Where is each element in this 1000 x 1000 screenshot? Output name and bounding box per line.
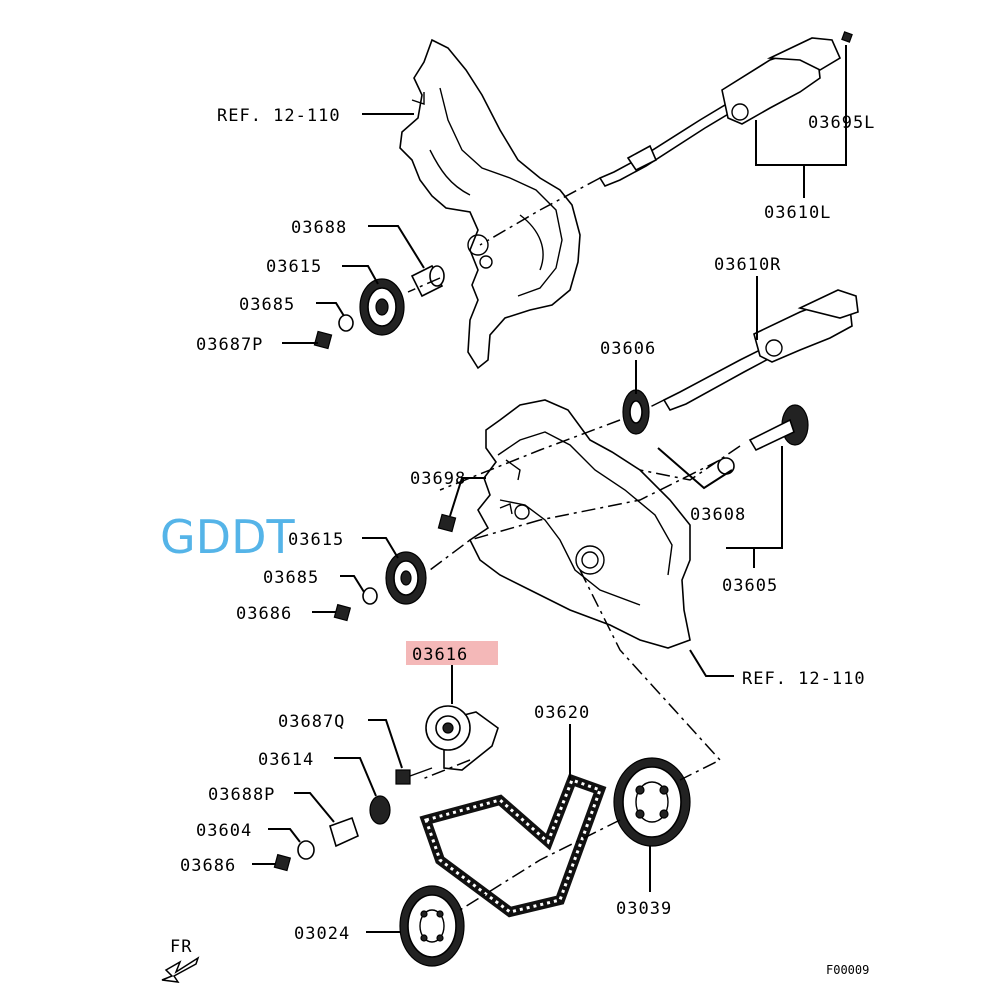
washer-03604 (297, 840, 315, 860)
label-03695L: 03695L (808, 113, 875, 133)
label-03687Q: 03687Q (278, 712, 345, 732)
figure-code: F00009 (826, 963, 869, 977)
tensioner-03616 (425, 705, 499, 771)
label-03610R: 03610R (714, 255, 781, 275)
watermark: GDDT (160, 510, 295, 564)
bolt-03687P (313, 330, 333, 350)
spring-03614 (369, 795, 391, 825)
timing-belt-03620 (419, 773, 607, 918)
bolt-03687Q (395, 767, 433, 785)
crankshaft-sprocket-03039 (613, 757, 691, 847)
label-03610L: 03610L (764, 203, 831, 223)
front-arrow-icon (161, 956, 200, 983)
center-lines (407, 177, 741, 911)
bolt-icon (841, 31, 853, 43)
label-03614: 03614 (258, 750, 314, 770)
upper-housing (399, 38, 581, 370)
label-03620: 03620 (534, 703, 590, 723)
balance-shaft-right (662, 289, 859, 411)
label-03686-lower: 03686 (180, 856, 236, 876)
label-03688P: 03688P (208, 785, 275, 805)
label-03604: 03604 (196, 821, 252, 841)
label-03615-upper: 03615 (266, 257, 322, 277)
label-03606: 03606 (600, 339, 656, 359)
label-03039: 03039 (616, 899, 672, 919)
gear-03606 (622, 389, 650, 435)
label-03605: 03605 (722, 576, 778, 596)
label-03616: 03616 (412, 645, 468, 665)
label-03685-upper: 03685 (239, 295, 295, 315)
spacer-03688P (329, 816, 359, 848)
driven-gear-03605 (748, 404, 809, 452)
leader-lines (252, 45, 847, 933)
bushing-03608 (717, 457, 735, 475)
washer-03685-upper (338, 314, 354, 332)
label-ref-lower: REF. 12-110 (742, 669, 866, 689)
label-03608: 03608 (690, 505, 746, 525)
highlight-box (406, 641, 498, 665)
label-03024: 03024 (294, 924, 350, 944)
label-fr: FR (170, 937, 192, 957)
balance-shaft-left (598, 31, 853, 187)
label-03688: 03688 (291, 218, 347, 238)
part-labels: REF. 12-110 03695L 03610L 03688 03615 03… (170, 106, 875, 977)
bolt-03698 (437, 513, 457, 533)
spacer-03688 (410, 264, 445, 298)
label-ref-upper: REF. 12-110 (217, 106, 341, 126)
nut-03686-lower (273, 853, 292, 872)
washer-03685-lower (362, 587, 378, 605)
label-03685-lower: 03685 (263, 568, 319, 588)
label-03698: 03698 (410, 469, 466, 489)
nut-03686-upper (333, 603, 352, 622)
sprocket-03615-lower (385, 551, 427, 605)
label-03615-lower: 03615 (288, 530, 344, 550)
lower-housing (468, 399, 691, 649)
sprocket-03615-upper (359, 278, 405, 336)
label-03686-upper: 03686 (236, 604, 292, 624)
label-03687P: 03687P (196, 335, 263, 355)
balance-sprocket-03024 (399, 885, 465, 967)
